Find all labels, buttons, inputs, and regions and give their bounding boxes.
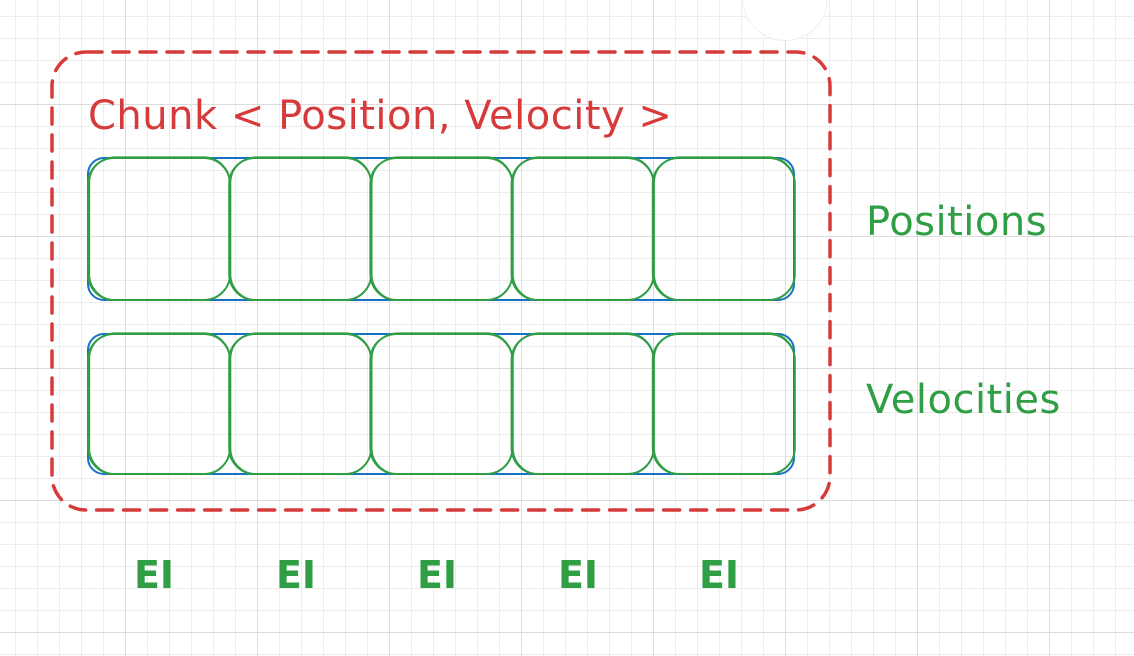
velocity-cell-3	[371, 332, 513, 475]
velocities-row-label: Velocities	[866, 377, 1061, 423]
entity-label-2: EI	[275, 553, 317, 597]
velocity-cell-1	[87, 333, 231, 475]
position-cell-1	[88, 156, 231, 301]
chunk-title: Chunk < Position, Velocity >	[88, 93, 673, 139]
velocity-cell-2	[228, 333, 373, 475]
position-cell-4	[510, 157, 655, 301]
velocity-cell-4	[510, 333, 655, 475]
velocity-cell-5	[653, 332, 796, 475]
entity-label-5: EI	[698, 553, 740, 597]
position-cell-3	[371, 156, 513, 301]
velocity-cell-2	[230, 332, 372, 475]
velocity-cell-1	[88, 332, 231, 475]
velocity-cell-3	[369, 333, 514, 475]
position-cell-2	[230, 156, 372, 301]
position-cell-4	[512, 156, 655, 301]
positions-row-label: Positions	[866, 199, 1048, 245]
position-cell-5	[651, 157, 796, 301]
position-cell-1	[87, 157, 231, 301]
chunk-border	[50, 50, 832, 512]
positions-row-container	[87, 157, 795, 301]
velocities-row-container	[87, 333, 795, 475]
velocity-cell-5	[651, 333, 796, 475]
entity-label-1: EI	[133, 553, 175, 597]
velocity-cell-4	[512, 332, 655, 475]
entity-label-4: EI	[557, 553, 599, 597]
position-cell-3	[369, 157, 514, 301]
entity-label-3: EI	[416, 553, 458, 597]
position-cell-2	[228, 157, 373, 301]
position-cell-5	[653, 156, 796, 301]
